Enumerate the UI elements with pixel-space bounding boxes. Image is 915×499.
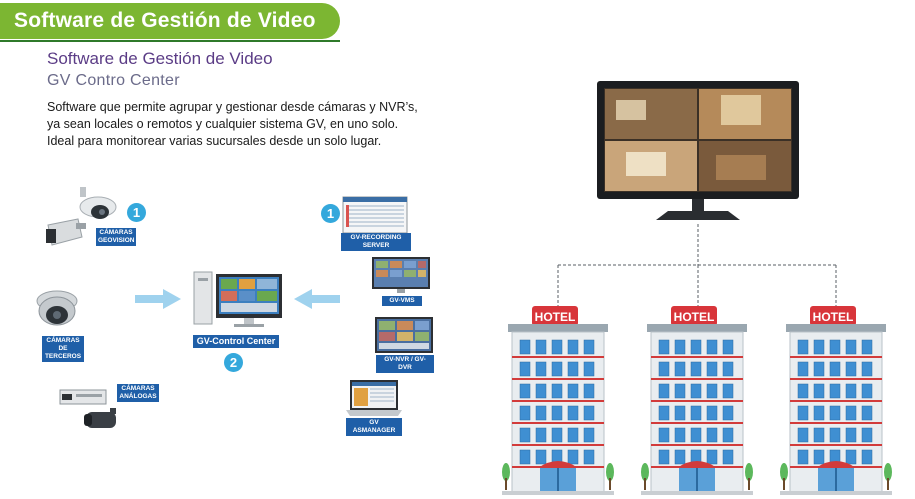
hotel-building-icon: HOTEL [780, 306, 892, 495]
control-center-pc-icon [193, 271, 282, 327]
hotel-monitor-icon [597, 81, 799, 220]
banner-title: Software de Gestión de Video [14, 9, 316, 32]
page-title: Software de Gestión de Video [47, 49, 273, 68]
label-geovision-cameras: CÁMARAS GEOVISION [96, 228, 136, 246]
description-line: Software que permite agrupar y gestionar… [47, 100, 418, 114]
arrow-right-icon [135, 289, 181, 309]
description-line: Ideal para monitorear varias sucursales … [47, 134, 382, 148]
label-asmanager: GV ASMANAGER [346, 418, 402, 436]
label-nvr-dvr: GV-NVR / GV-DVR [376, 355, 434, 373]
hotel-sign-text: HOTEL [674, 310, 715, 324]
badge-number: 1 [321, 204, 340, 223]
hotel-sign-text: HOTEL [813, 310, 854, 324]
hotel-building-icon: HOTEL [502, 306, 614, 495]
description: Software que permite agrupar y gestionar… [47, 99, 427, 150]
label-analog-cameras: CÁMARAS ANÁLOGAS [117, 384, 159, 402]
header-banner: Software de Gestión de Video [0, 3, 340, 42]
analog-cameras-icon [59, 389, 116, 428]
arrow-left-icon [294, 289, 340, 309]
vms-monitor-icon [372, 257, 430, 293]
third-party-camera-icon [36, 290, 78, 326]
page-subtitle: GV Contro Center [47, 72, 180, 89]
hotel-sign-text: HOTEL [535, 310, 576, 324]
label-control-center: GV-Control Center [193, 335, 279, 348]
recording-server-icon [342, 196, 408, 234]
network-lines [557, 224, 837, 310]
nvr-dvr-monitor-icon [375, 317, 433, 353]
label-vms: GV-VMS [382, 296, 422, 306]
hotel-building-icon: HOTEL [641, 306, 753, 495]
label-third-party-cameras: CÁMARAS DE TERCEROS [42, 336, 84, 362]
asmanager-laptop-icon [346, 380, 402, 416]
badge-number: 2 [224, 353, 243, 372]
description-line: ya sean locales o remotos y cualquier si… [47, 117, 399, 131]
badge-number: 1 [127, 203, 146, 222]
geovision-cameras-icon [46, 187, 117, 246]
label-recording-server: GV-RECORDING SERVER [341, 233, 411, 251]
